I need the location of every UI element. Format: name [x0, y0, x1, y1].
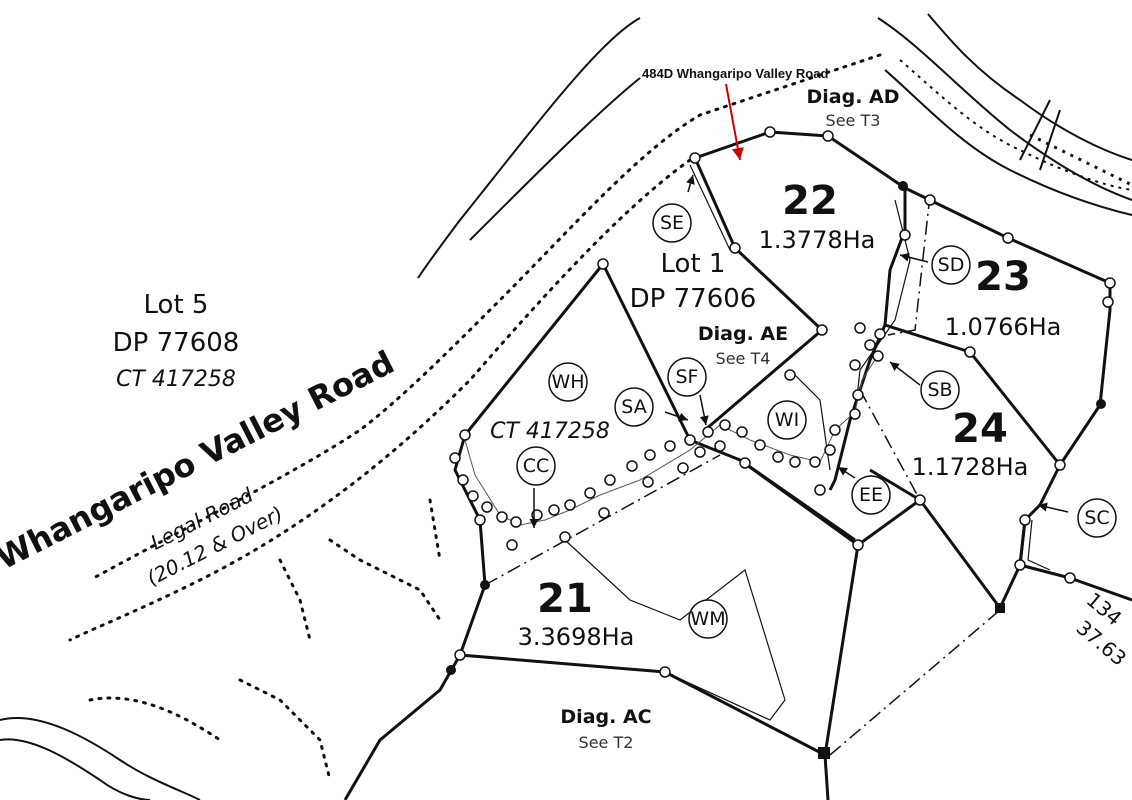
survey-marks: [446, 181, 1106, 759]
road-boundary-dotted: [68, 53, 882, 782]
easement-wm-label: WM: [690, 608, 725, 630]
lot-22-number: 22: [782, 178, 838, 224]
easement-se-label: SE: [660, 212, 684, 234]
easement-sb-label: SB: [927, 379, 952, 401]
lot-24-area: 1.1728Ha: [912, 453, 1029, 481]
easement-chains: [449, 322, 886, 551]
lot-1-name: Lot 1: [661, 249, 726, 279]
easement-sa-label: SA: [621, 396, 646, 418]
diag-ae-see: See T4: [716, 349, 771, 368]
road-edges: [417, 17, 641, 279]
diag-ad-title: Diag. AD: [806, 86, 899, 108]
lot-1-dp: DP 77606: [630, 284, 757, 314]
lot-1-ct: CT 417258: [490, 419, 610, 444]
contour-lines: [0, 717, 201, 800]
lot-boundaries: [343, 130, 1132, 800]
lot-21-number: 21: [537, 576, 593, 622]
lot-21-area: 3.3698Ha: [518, 623, 635, 651]
diag-ac-title: Diag. AC: [560, 706, 651, 728]
lot-5-ct: CT 417258: [116, 367, 236, 392]
annotation-arrow: [725, 83, 744, 161]
easement-wi-label: WI: [775, 409, 799, 431]
diag-ac-see: See T2: [579, 733, 634, 752]
diag-ad-see: See T3: [826, 111, 881, 130]
easement-wh-label: WH: [551, 371, 584, 393]
boundary-nodes: [454, 126, 1116, 678]
lot-5-name: Lot 5: [144, 290, 209, 320]
lot-23-area: 1.0766Ha: [945, 313, 1062, 341]
lot-5-dp: DP 77608: [113, 328, 240, 358]
easement-sc-label: SC: [1084, 507, 1109, 529]
easement-arrows: [529, 174, 1069, 528]
lot-23-number: 23: [975, 254, 1031, 300]
lot-24-number: 24: [952, 406, 1008, 452]
dash-dot-lines: [484, 194, 1001, 756]
easement-sd-label: SD: [938, 254, 965, 276]
diag-ae-title: Diag. AE: [698, 323, 788, 345]
stream-lines: [877, 13, 1132, 216]
easement-circles: [516, 203, 1117, 639]
lot-22-area: 1.3778Ha: [759, 226, 876, 254]
easement-sf-label: SF: [676, 366, 699, 388]
address-annotation: 484D Whangaripo Valley Road: [642, 66, 828, 81]
edge-label-bottom: 37.63: [1072, 615, 1131, 670]
easement-ee-label: EE: [859, 484, 883, 506]
easement-cc-label: CC: [523, 455, 550, 477]
